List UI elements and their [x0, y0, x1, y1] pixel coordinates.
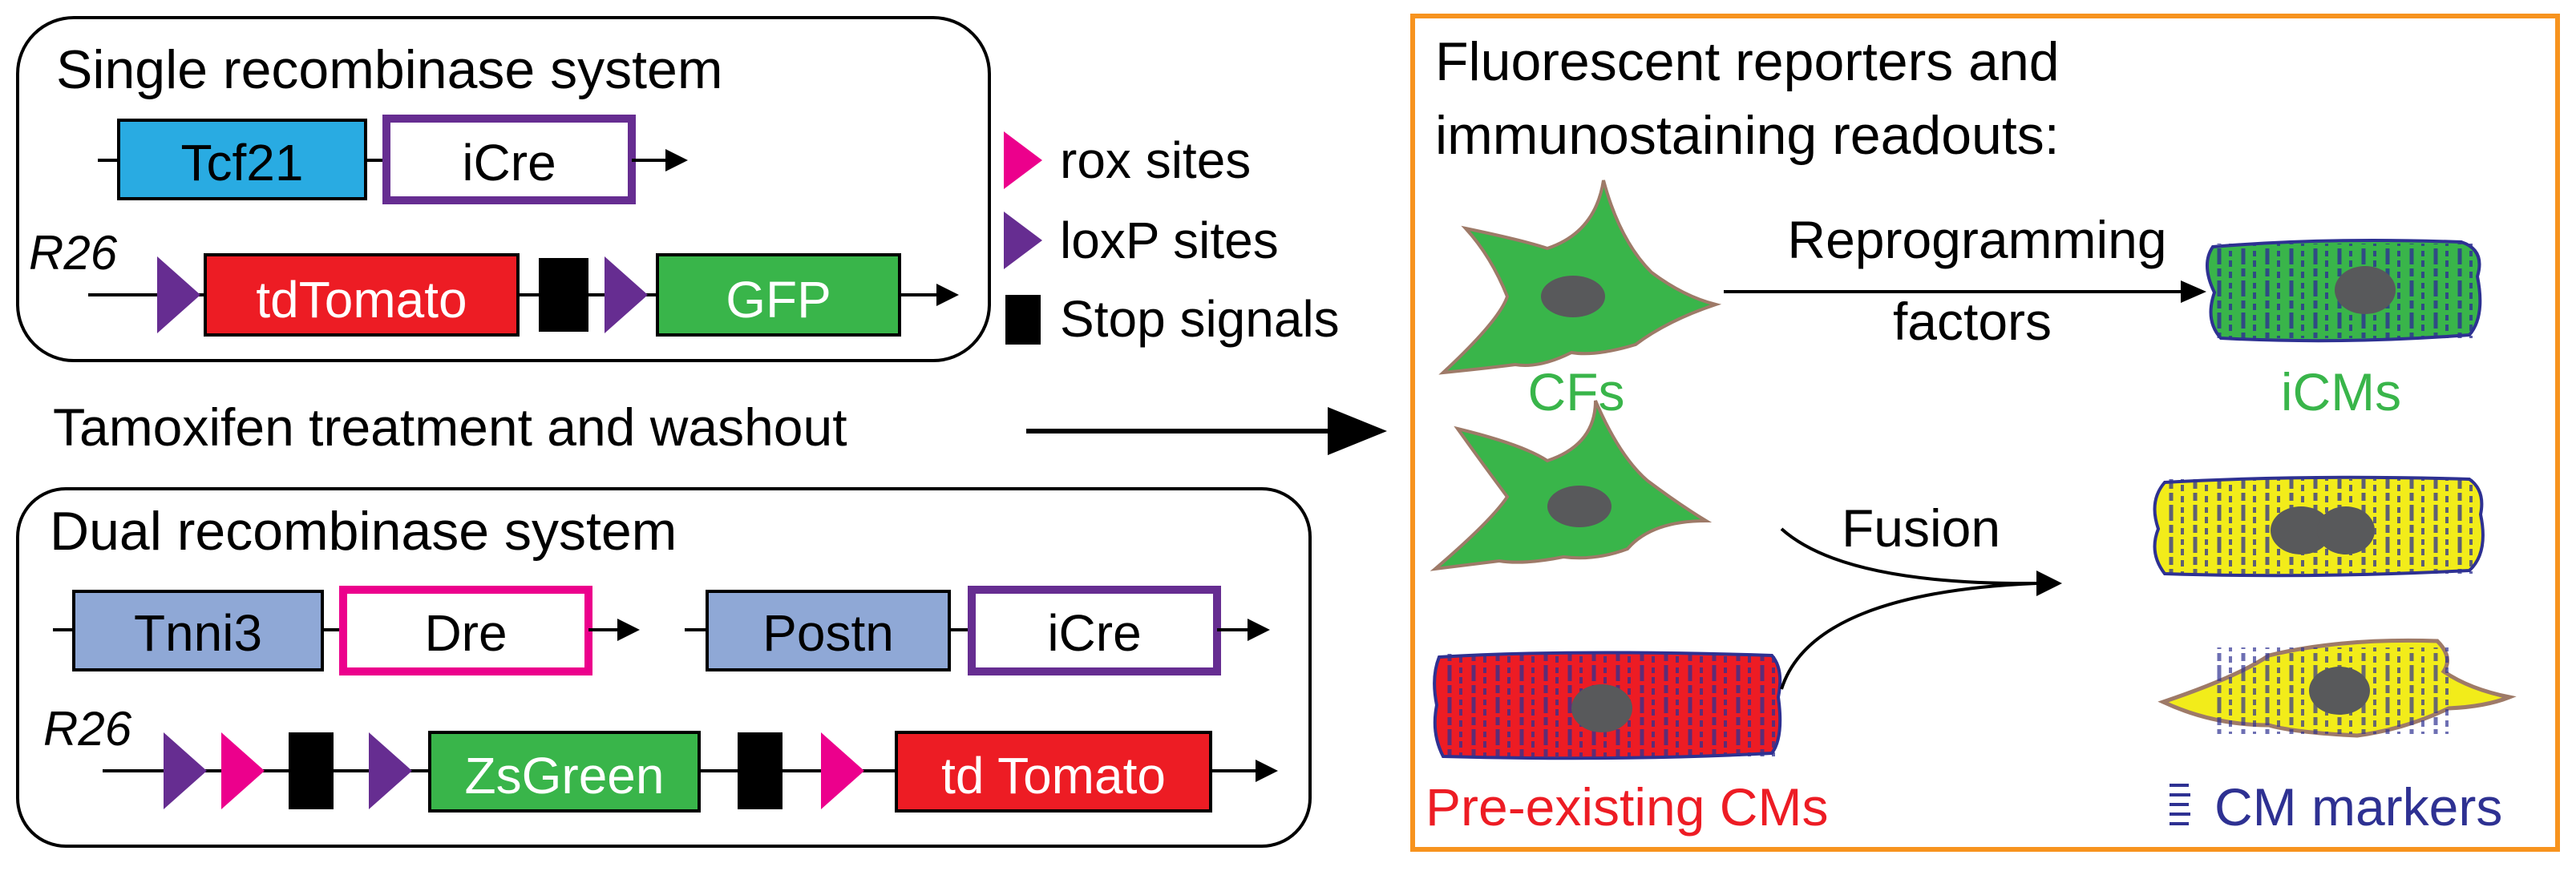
arrow-head-icon	[617, 619, 640, 641]
loxp-site-icon	[157, 256, 200, 333]
fused-cm-cell	[2153, 475, 2485, 578]
arrow-head-icon	[1256, 760, 1278, 782]
reprogramming-label-2: factors	[1893, 292, 2052, 351]
fusion-arrow-top	[1780, 527, 2037, 586]
legend: rox sites loxP sites Stop signals	[1004, 131, 1340, 348]
tdtomato-box	[204, 253, 520, 337]
loxp-site-icon	[605, 256, 648, 333]
readouts-title-line1: Fluorescent reporters and	[1435, 31, 2060, 92]
loxp-site-icon	[369, 732, 412, 809]
tdtomato-label: tdTomato	[256, 271, 467, 329]
nucleus-icon	[2271, 506, 2331, 554]
icm-cell	[2206, 239, 2482, 343]
arrow-head-icon	[936, 284, 959, 306]
stop-signal-icon	[289, 732, 334, 809]
gfp-box	[656, 253, 901, 337]
fused-cm-cell	[2157, 638, 2517, 738]
tnni3-dre-construct: Tnni3 Dre	[53, 586, 640, 675]
tcf21-icre-construct: Tcf21 iCre	[98, 115, 688, 204]
arrow-head-icon	[2181, 280, 2206, 303]
zsgreen-label: ZsGreen	[465, 747, 665, 804]
stop-signal-icon	[738, 732, 783, 809]
r26-label: R26	[43, 702, 132, 756]
dual-recombinase-panel: Dual recombinase system Tnni3 Dre Postn …	[16, 487, 1312, 848]
tcf21-promoter-box	[117, 119, 367, 200]
gfp-label: GFP	[726, 271, 831, 329]
dual-r26-locus: R26 ZsGreen td Tomato	[43, 702, 1278, 813]
arrow-head-icon	[1328, 407, 1387, 455]
legend-rox: rox sites	[1060, 131, 1251, 189]
nucleus-icon	[1541, 276, 1605, 317]
icms-label: iCMs	[2281, 362, 2401, 421]
rox-site-icon	[1004, 131, 1042, 189]
cardiac-fibroblast-cell	[1438, 179, 1722, 375]
tcf21-label: Tcf21	[181, 134, 304, 192]
legend-stop: Stop signals	[1060, 290, 1340, 348]
fusion-arrow-bottom	[1780, 582, 2037, 690]
stop-signal-icon	[539, 258, 588, 332]
fusion-label: Fusion	[1842, 498, 2000, 558]
dre-label: Dre	[424, 604, 507, 662]
cfs-label: CFs	[1528, 362, 1625, 421]
r26-label: R26	[29, 226, 118, 280]
nucleus-icon	[2335, 266, 2396, 314]
arrow-head-icon	[2036, 571, 2062, 596]
stop-signal-icon	[1005, 295, 1041, 345]
tnni3-promoter-box	[72, 590, 324, 671]
treatment-row: Tamoxifen treatment and washout	[53, 397, 1387, 457]
legend-loxp: loxP sites	[1060, 212, 1279, 269]
preexisting-cms-label: Pre-existing CMs	[1425, 777, 1828, 837]
nucleus-icon	[1571, 684, 1632, 732]
nucleus-icon	[1547, 486, 1612, 527]
readouts-panel: Fluorescent reporters and immunostaining…	[1410, 14, 2560, 852]
postn-promoter-box	[706, 590, 951, 671]
preexisting-cm-cell	[1433, 651, 1782, 760]
loxp-site-icon	[164, 732, 207, 809]
cm-markers-label: CM markers	[2214, 777, 2502, 837]
arrow-head-icon	[1248, 619, 1270, 641]
postn-label: Postn	[762, 604, 894, 662]
nucleus-icon	[2309, 667, 2370, 715]
icre-label: iCre	[1047, 604, 1141, 662]
readouts-title-line2: immunostaining readouts:	[1435, 105, 2060, 166]
cm-markers-legend: CM markers	[2170, 777, 2502, 837]
arrow-head-icon	[665, 149, 688, 171]
cardiac-fibroblast-cell	[1430, 400, 1713, 571]
zsgreen-box	[428, 731, 701, 813]
tnni3-label: Tnni3	[134, 604, 262, 662]
treatment-label: Tamoxifen treatment and washout	[53, 397, 847, 457]
nucleus-icon	[2317, 506, 2375, 554]
td-tomato-label: td Tomato	[941, 747, 1166, 804]
rox-site-icon	[821, 732, 864, 809]
dual-panel-title: Dual recombinase system	[50, 501, 677, 562]
single-panel-title: Single recombinase system	[56, 39, 722, 100]
postn-icre-construct: Postn iCre	[685, 586, 1270, 675]
rox-site-icon	[221, 732, 265, 809]
single-recombinase-panel: Single recombinase system Tcf21 iCre R26…	[16, 16, 991, 362]
single-r26-locus: R26 tdTomato GFP	[29, 226, 959, 337]
reprogramming-label-1: Reprogramming	[1787, 210, 2166, 269]
loxp-site-icon	[1004, 212, 1042, 269]
td-tomato-box	[895, 731, 1212, 813]
icre-label: iCre	[462, 134, 556, 192]
dre-box	[339, 586, 592, 675]
striation-icon	[2170, 784, 2190, 825]
